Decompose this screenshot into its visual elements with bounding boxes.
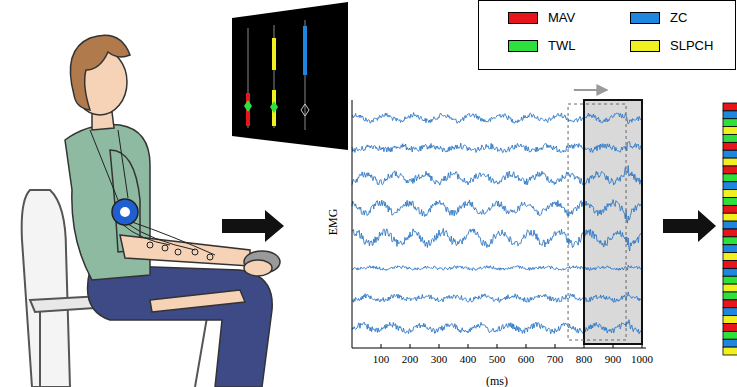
feature-cell <box>723 198 737 206</box>
legend-label: ZC <box>670 10 687 25</box>
emg-trace <box>352 113 642 124</box>
tick-label: 300 <box>431 353 448 365</box>
tick-label: 800 <box>576 353 593 365</box>
tick-mark <box>497 344 498 348</box>
window-border <box>584 100 642 344</box>
tick-label: 1000 <box>631 353 653 365</box>
feature-cell <box>723 237 737 245</box>
feature-cell <box>723 331 737 339</box>
feature-cell <box>723 316 737 324</box>
feature-cell <box>723 221 737 229</box>
monitor-screen <box>232 2 348 150</box>
tick-mark <box>613 344 614 348</box>
feature-cell <box>723 205 737 213</box>
feature-cell <box>723 339 737 347</box>
feature-cell <box>723 253 737 261</box>
previous-window <box>568 104 626 340</box>
analysis-window <box>584 100 642 344</box>
flow-arrow <box>222 210 284 242</box>
feature-cell <box>723 166 737 174</box>
feature-cell <box>723 245 737 253</box>
tick-mark <box>381 344 382 348</box>
y-axis <box>352 100 353 348</box>
legend-swatch <box>508 40 538 52</box>
tick-label: 500 <box>489 353 506 365</box>
feature-cell <box>723 135 737 143</box>
tick-mark <box>439 344 440 348</box>
tick-mark <box>468 344 469 348</box>
feature-cell <box>723 150 737 158</box>
tick-label: 900 <box>605 353 622 365</box>
feature-cell <box>723 190 737 198</box>
emg-trace <box>352 292 642 303</box>
feature-cell <box>723 324 737 332</box>
feature-cell <box>723 268 737 276</box>
tick-label: 700 <box>547 353 564 365</box>
tick-mark <box>555 344 556 348</box>
legend-box <box>478 0 736 70</box>
feature-cell <box>723 174 737 182</box>
feature-cell <box>723 284 737 292</box>
emg-trace <box>352 265 642 270</box>
emg-plot <box>352 90 646 348</box>
tick-label: 600 <box>518 353 535 365</box>
emg-trace <box>352 320 642 334</box>
feature-cell <box>723 276 737 284</box>
tick-mark <box>526 344 527 348</box>
tick-label: 100 <box>373 353 390 365</box>
emg-trace <box>352 228 642 251</box>
feature-vector <box>723 103 737 355</box>
legend-label: MAV <box>548 10 575 25</box>
feature-cell <box>723 111 737 119</box>
tick-label: 400 <box>460 353 477 365</box>
feature-cell <box>723 119 737 127</box>
legend-entry: TWL <box>508 38 575 53</box>
feature-cell <box>723 229 737 237</box>
legend-entry: SLPCH <box>630 38 713 53</box>
feature-cell <box>723 347 737 355</box>
emg-trace <box>352 165 642 185</box>
x-axis <box>352 348 646 349</box>
legend-entry: ZC <box>630 10 687 25</box>
legend-entry: MAV <box>508 10 575 25</box>
legend-swatch <box>508 12 538 24</box>
legend-swatch <box>630 12 660 24</box>
feature-cell <box>723 158 737 166</box>
emg-trace <box>352 142 642 153</box>
feature-cell <box>723 127 737 135</box>
flow-arrow <box>663 210 716 242</box>
legend-label: SLPCH <box>670 38 713 53</box>
feature-cell <box>723 182 737 190</box>
tick-mark <box>584 344 585 348</box>
axis-unit: (ms) <box>486 374 508 387</box>
feature-cell <box>723 213 737 221</box>
feature-cell <box>723 308 737 316</box>
feature-cell <box>723 300 737 308</box>
feature-cell <box>723 103 737 111</box>
axis-title: EMG <box>326 209 341 236</box>
feature-cell <box>723 292 737 300</box>
legend-label: TWL <box>548 38 575 53</box>
feature-cell <box>723 261 737 269</box>
tick-label: 200 <box>402 353 419 365</box>
feature-cell <box>723 142 737 150</box>
slide-arrow <box>574 89 607 91</box>
emg-trace <box>352 200 642 224</box>
legend-swatch <box>630 40 660 52</box>
tick-mark <box>410 344 411 348</box>
tick-mark <box>642 344 643 348</box>
